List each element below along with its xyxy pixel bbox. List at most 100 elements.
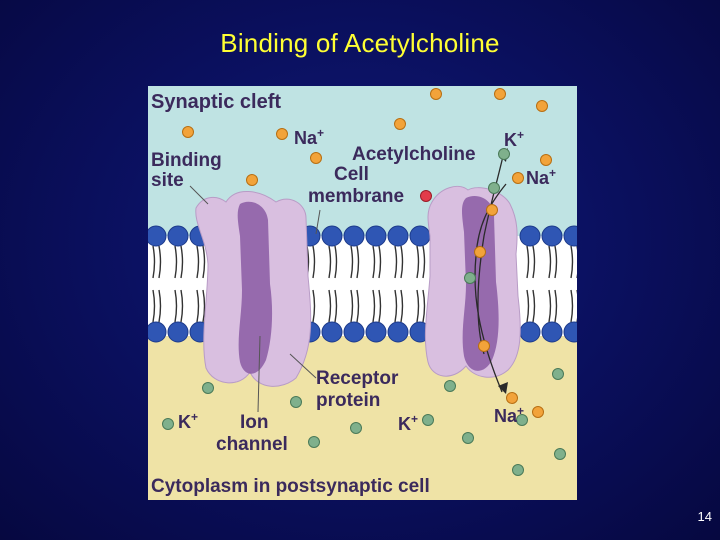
phospholipid-tail <box>526 245 530 279</box>
potassium-ion <box>488 182 500 194</box>
receptor-protein-label-line1: Receptor <box>316 368 399 389</box>
receptor-protein-left <box>195 191 312 387</box>
ion-channel-left <box>237 201 273 374</box>
ions <box>162 88 566 476</box>
phospholipid-tail <box>158 245 162 279</box>
potassium-ion <box>498 148 510 160</box>
sodium-ion <box>310 152 322 164</box>
receptor-protein-leader <box>289 353 317 379</box>
potassium-ion <box>512 464 524 476</box>
phospholipid-tail <box>174 289 178 323</box>
sodium-ion <box>430 88 442 100</box>
sodium-ion <box>512 172 524 184</box>
potassium-ion <box>290 396 302 408</box>
phospholipid-tail <box>554 245 558 279</box>
phospholipid-head <box>167 321 189 343</box>
phospholipid-tail <box>554 289 558 323</box>
phospholipid-tail <box>328 245 332 279</box>
phospholipid-head <box>148 321 167 343</box>
phospholipid-head <box>541 225 563 247</box>
phospholipid-head <box>563 321 577 343</box>
phospholipid-tail <box>422 289 426 323</box>
phospholipid-tail <box>152 289 156 323</box>
phospholipid-tail <box>180 245 184 279</box>
phospholipid-tail <box>422 245 426 279</box>
phospholipid-tail <box>158 289 162 323</box>
potassium-label-top: K+ <box>504 128 524 150</box>
phospholipid-head <box>321 321 343 343</box>
binding-site-leader <box>189 185 209 205</box>
synaptic-cleft-label: Synaptic cleft <box>151 91 281 113</box>
phospholipid-tail <box>174 245 178 279</box>
sodium-ion <box>540 154 552 166</box>
phospholipid-tail <box>532 289 536 323</box>
potassium-path-arrow <box>477 151 505 355</box>
phospholipid-head <box>387 225 409 247</box>
potassium-ion <box>552 368 564 380</box>
phospholipid-head <box>365 225 387 247</box>
receptor-protein-label-line2: protein <box>316 390 380 411</box>
phospholipid-head <box>148 225 167 247</box>
phospholipid-tail <box>180 289 184 323</box>
sodium-label-right: Na+ <box>526 166 556 188</box>
phospholipid-tail <box>372 289 376 323</box>
phospholipid-head <box>343 321 365 343</box>
potassium-ion <box>350 422 362 434</box>
phospholipid-head <box>365 321 387 343</box>
ion-channel-leader <box>257 335 261 413</box>
cell-membrane-label-line2: membrane <box>308 186 404 207</box>
binding-site-label-line2: site <box>151 170 184 191</box>
phospholipid-tail <box>548 289 552 323</box>
lipid-tails <box>152 245 577 323</box>
sodium-ion <box>276 128 288 140</box>
potassium-ion <box>462 432 474 444</box>
synapse-figure: Synaptic cleft Na+ K+ Binding site Acety… <box>148 86 577 500</box>
ion-channel-right <box>462 196 499 371</box>
phospholipid-tail <box>532 245 536 279</box>
potassium-label-bottom: K+ <box>398 412 418 434</box>
potassium-ion <box>308 436 320 448</box>
ion-channel-label-line1: Ion <box>240 412 269 433</box>
phospholipid-tail <box>548 245 552 279</box>
phospholipid-tail <box>394 289 398 323</box>
phospholipid-tail <box>356 289 360 323</box>
sodium-ion <box>182 126 194 138</box>
phospholipid-head <box>541 321 563 343</box>
sodium-ion <box>532 406 544 418</box>
phospholipid-tail <box>526 289 530 323</box>
phospholipid-head <box>387 321 409 343</box>
potassium-ion <box>444 380 456 392</box>
phospholipid-tail <box>356 245 360 279</box>
phospholipid-tail <box>400 245 404 279</box>
ion-channel-label-line2: channel <box>216 434 288 455</box>
acetylcholine-label: Acetylcholine <box>352 144 476 165</box>
phospholipid-tail <box>334 289 338 323</box>
phospholipid-tail <box>328 289 332 323</box>
potassium-ion <box>422 414 434 426</box>
sodium-label-top: Na+ <box>294 126 324 148</box>
phospholipid-tail <box>196 245 200 279</box>
phospholipid-tail <box>152 245 156 279</box>
phospholipid-tail <box>334 245 338 279</box>
phospholipid-tail <box>372 245 376 279</box>
cell-membrane-label-line1: Cell <box>334 164 369 185</box>
phospholipid-tail <box>378 245 382 279</box>
phospholipid-tail <box>312 289 316 323</box>
potassium-ion <box>202 382 214 394</box>
phospholipid-tail <box>416 289 420 323</box>
phospholipid-tail <box>394 245 398 279</box>
sodium-ion <box>478 340 490 352</box>
sodium-ion <box>536 100 548 112</box>
phospholipid-tail <box>378 289 382 323</box>
synapse-diagram: Synaptic cleft Na+ K+ Binding site Acety… <box>148 86 577 500</box>
phospholipid-head <box>519 225 541 247</box>
phospholipid-head <box>563 225 577 247</box>
sodium-ion <box>474 246 486 258</box>
phospholipid-head <box>409 225 431 247</box>
sodium-arrowhead <box>498 382 508 394</box>
phospholipid-tail <box>570 289 574 323</box>
potassium-ion <box>464 272 476 284</box>
acetylcholine-molecule <box>420 190 432 202</box>
phospholipid-head <box>167 225 189 247</box>
sodium-ion <box>246 174 258 186</box>
